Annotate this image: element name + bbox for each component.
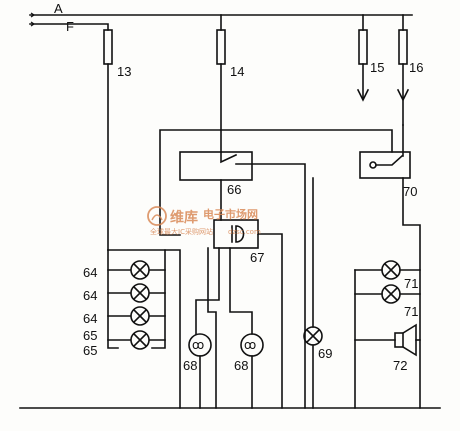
indicator-68b-label: 68	[234, 358, 248, 373]
lamp-65-a	[130, 330, 150, 350]
flasher-relay-66	[159, 129, 393, 409]
lamp-label: 64	[83, 311, 97, 326]
fuse-15-label: 15	[370, 60, 384, 75]
watermark-site: 电子市场网	[203, 207, 258, 221]
fuse-16	[396, 14, 410, 102]
lamp-64-b	[130, 283, 150, 303]
fuse-15	[356, 14, 370, 102]
lamp-71-label: 71	[404, 304, 418, 319]
right-lamp-group	[354, 269, 421, 409]
left-lamp-group	[107, 249, 181, 409]
lamp-label: 64	[83, 288, 97, 303]
wire-label-a: A	[54, 1, 63, 16]
indicator-68a-label: 68	[183, 358, 197, 373]
svg-text:ꝏ: ꝏ	[244, 338, 256, 352]
watermark-slogan: 全球最大IC采购网站	[150, 227, 213, 236]
lamp-71-b	[381, 284, 401, 304]
lamp-71-a	[381, 260, 401, 280]
indicator-68-b: ꝏ	[240, 333, 264, 409]
svg-text:ꝏ: ꝏ	[192, 338, 204, 352]
hazard-switch-label: 70	[403, 184, 417, 199]
lamp-64-a	[130, 260, 150, 280]
lamp-label: 65	[83, 328, 97, 343]
watermark: 维库 电子市场网 全球最大IC采购网站 dzsc.com	[147, 206, 261, 236]
fuse-14	[216, 14, 226, 153]
fuse-16-label: 16	[409, 60, 423, 75]
lamp-label: 65	[83, 343, 97, 358]
buzzer-label: 67	[250, 250, 264, 265]
indicator-68-a: ꝏ	[188, 333, 212, 409]
lamp-71-label: 71	[404, 276, 418, 291]
wire-label-f: F	[66, 19, 74, 34]
horn-label: 72	[393, 358, 407, 373]
watermark-logo-icon	[147, 206, 167, 226]
horn-72	[354, 323, 421, 357]
lamp-64-c	[130, 306, 150, 326]
indicator-69	[303, 177, 323, 409]
hazard-switch-70	[359, 99, 421, 409]
indicator-69-label: 69	[318, 346, 332, 361]
buzzer-67	[195, 219, 283, 409]
fuse-13-label: 13	[117, 64, 131, 79]
lamp-label: 64	[83, 265, 97, 280]
flasher-relay-label: 66	[227, 182, 241, 197]
fuse-13	[103, 29, 113, 251]
fuse-14-label: 14	[230, 64, 244, 79]
watermark-brand: 维库	[170, 209, 198, 226]
watermark-domain: dzsc.com	[228, 228, 261, 236]
